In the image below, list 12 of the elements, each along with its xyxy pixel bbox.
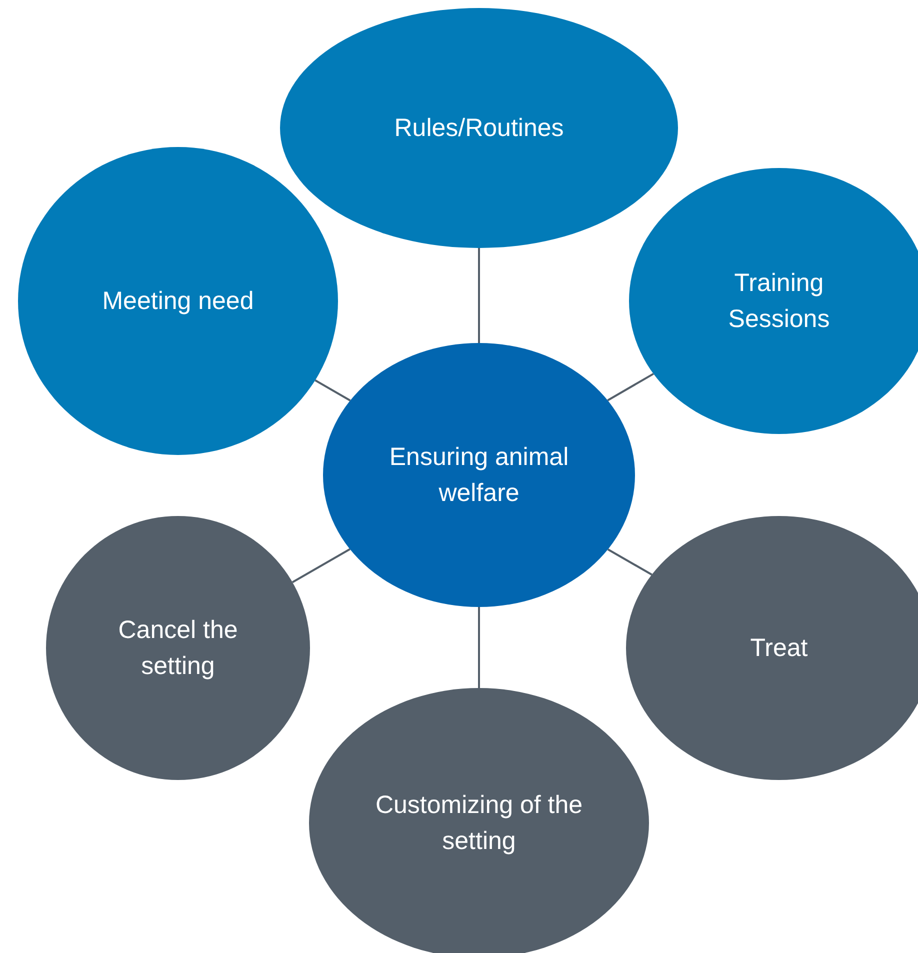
connector-line [607,372,654,402]
node-label: Customizing of the setting [374,790,584,857]
node-label: Ensuring animal welfare [388,442,570,509]
connector-line [292,548,350,584]
connector-line [478,248,480,343]
node-label: Training Sessions [727,268,831,335]
node-label: Rules/Routines [394,113,564,144]
connector-line [314,379,351,402]
node-label: Meeting need [102,286,254,317]
node-label: Treat [750,633,808,664]
node-label: Cancel the setting [117,615,239,682]
connector-line [478,607,480,688]
